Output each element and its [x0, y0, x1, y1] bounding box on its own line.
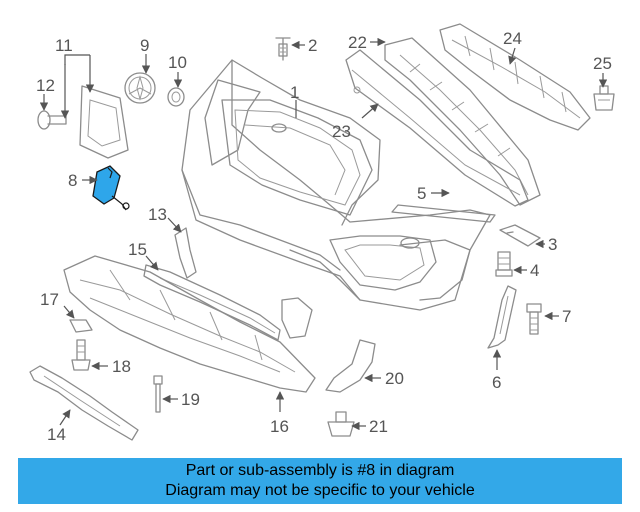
callout-24: 24 — [503, 29, 522, 48]
callout-5: 5 — [417, 184, 426, 203]
grille-strip-part-15 — [143, 264, 313, 341]
strip-part-5 — [391, 204, 496, 223]
bracket-part-13 — [174, 227, 197, 279]
screw-part-18 — [71, 339, 91, 371]
absorber-part-24 — [439, 23, 591, 131]
bracket-part-20 — [325, 339, 376, 393]
callout-25: 25 — [593, 54, 612, 73]
callout-12: 12 — [36, 76, 55, 95]
callout-22: 22 — [348, 33, 367, 52]
callout-13: 13 — [148, 205, 167, 224]
callout-6: 6 — [492, 373, 501, 392]
push-pin-part-12 — [37, 110, 67, 130]
callout-7: 7 — [562, 307, 571, 326]
lower-trim-part-14 — [29, 365, 139, 441]
bolt-part-7 — [526, 303, 542, 335]
part-info-banner: Part or sub-assembly is #8 in diagram Di… — [18, 458, 622, 504]
leader-lines — [39, 37, 608, 431]
nut-part-21 — [327, 411, 355, 437]
grommet-part-10 — [167, 87, 185, 107]
nut-part-4 — [495, 251, 513, 277]
callout-10: 10 — [168, 53, 187, 72]
callout-labels: 1 2 3 4 5 6 7 8 9 10 11 12 13 14 15 16 1… — [36, 29, 612, 444]
callout-3: 3 — [548, 235, 557, 254]
callout-20: 20 — [385, 369, 404, 388]
callout-15: 15 — [128, 240, 147, 259]
banner-line-1: Part or sub-assembly is #8 in diagram — [185, 462, 455, 479]
callout-4: 4 — [530, 261, 539, 280]
bracket-part-8-highlighted — [92, 165, 130, 211]
callout-18: 18 — [112, 357, 131, 376]
bumper-cover-part — [181, 59, 491, 311]
callout-8: 8 — [68, 171, 77, 190]
pin-part-19 — [153, 375, 163, 413]
clip-part-3 — [499, 224, 541, 247]
callout-9: 9 — [140, 36, 149, 55]
impact-bar-part-23 — [345, 49, 529, 207]
callout-23: 23 — [332, 122, 351, 141]
absorber-part-22 — [384, 37, 541, 206]
bracket-part-6 — [487, 285, 517, 349]
license-bracket-part-11 — [79, 85, 129, 159]
emblem-part-9 — [124, 72, 156, 104]
callout-19: 19 — [181, 390, 200, 409]
undertray-part-16 — [63, 255, 316, 393]
callout-14: 14 — [47, 425, 66, 444]
callout-21: 21 — [369, 417, 388, 436]
callout-1: 1 — [290, 83, 299, 102]
callout-17: 17 — [40, 290, 59, 309]
bolt-part-25 — [593, 85, 615, 111]
clip-part-17 — [69, 319, 93, 333]
screw-part-2 — [275, 37, 291, 61]
callout-11: 11 — [55, 36, 73, 55]
banner-line-2: Diagram may not be specific to your vehi… — [165, 482, 475, 499]
callout-16: 16 — [270, 417, 289, 436]
callout-2: 2 — [308, 36, 317, 55]
